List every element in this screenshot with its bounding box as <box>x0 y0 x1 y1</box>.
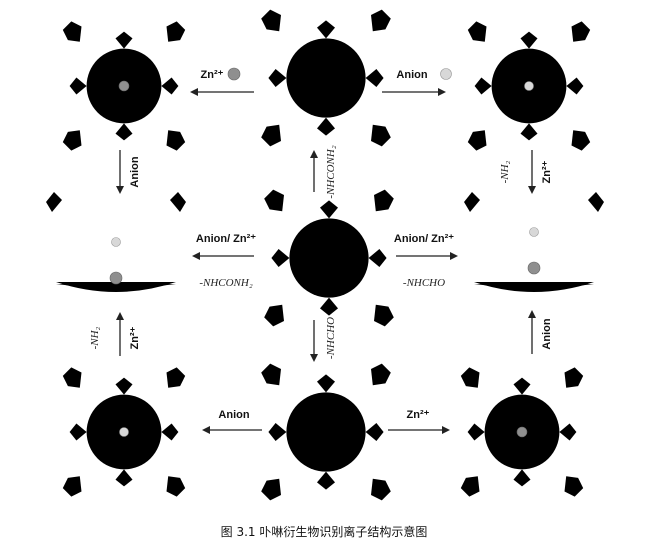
arrow-top-left <box>382 88 446 96</box>
label-middle-right-arrow: Anion/ Zn²⁺ <box>196 233 256 245</box>
label-middle-left-group: -NHCHO <box>403 277 445 289</box>
arrow-top-right <box>190 88 254 96</box>
zinc-ball-top-right <box>118 80 130 92</box>
arrow-bottom-right <box>202 426 262 434</box>
label-middle-right-group: -NHCONH₂ <box>199 277 253 289</box>
molecule-middle-left <box>464 192 604 292</box>
label-center-down-group: -NHCHO <box>325 317 337 359</box>
arrow-right-top-down <box>116 150 124 194</box>
zinc-ball-bottom-left <box>516 426 528 438</box>
arrow-left-bottom-up <box>528 310 536 354</box>
label-top-right-arrow: Zn²⁺ <box>201 69 224 81</box>
label-right-bottom-vertical-group: -NH₂ <box>89 326 101 349</box>
molecule-middle-center <box>264 189 394 327</box>
anion-ball-label-top-left <box>440 68 452 80</box>
label-left-bottom-vertical: Anion <box>541 318 553 349</box>
zinc-ball-middle-right <box>109 271 123 285</box>
arrow-center-up <box>310 150 318 192</box>
label-bottom-left-arrow: Zn²⁺ <box>407 409 430 421</box>
arrow-bottom-left <box>388 426 450 434</box>
anion-ball-top-left <box>524 81 534 91</box>
label-top-left-arrow: Anion <box>396 69 427 81</box>
anion-ball-middle-left <box>529 227 539 237</box>
label-center-up-group: -NHCONH₂ <box>325 145 337 199</box>
anion-ball-middle-right <box>111 237 121 247</box>
label-bottom-right-arrow: Anion <box>218 409 249 421</box>
figure-caption: 图 3.1 卟啉衍生物识别离子结构示意图 <box>221 524 428 539</box>
label-middle-left-arrow: Anion/ Zn²⁺ <box>394 233 454 245</box>
arrow-center-down <box>310 320 318 362</box>
label-left-top-vertical: Zn²⁺ <box>541 160 553 183</box>
arrow-middle-left <box>396 252 458 260</box>
molecule-bottom-center <box>261 363 391 501</box>
zinc-ball-label-top-right <box>227 67 241 81</box>
arrow-right-bottom-up <box>116 312 124 356</box>
label-right-top-vertical: Anion <box>129 156 141 187</box>
label-left-top-vertical-group: -NH₂ <box>499 160 511 183</box>
arrow-left-top-down <box>528 150 536 194</box>
zinc-ball-middle-left <box>527 261 541 275</box>
label-right-bottom-vertical: Zn²⁺ <box>129 326 141 349</box>
arrow-middle-right <box>192 252 254 260</box>
anion-ball-bottom-right <box>119 427 129 437</box>
molecule-top-center <box>261 9 391 147</box>
